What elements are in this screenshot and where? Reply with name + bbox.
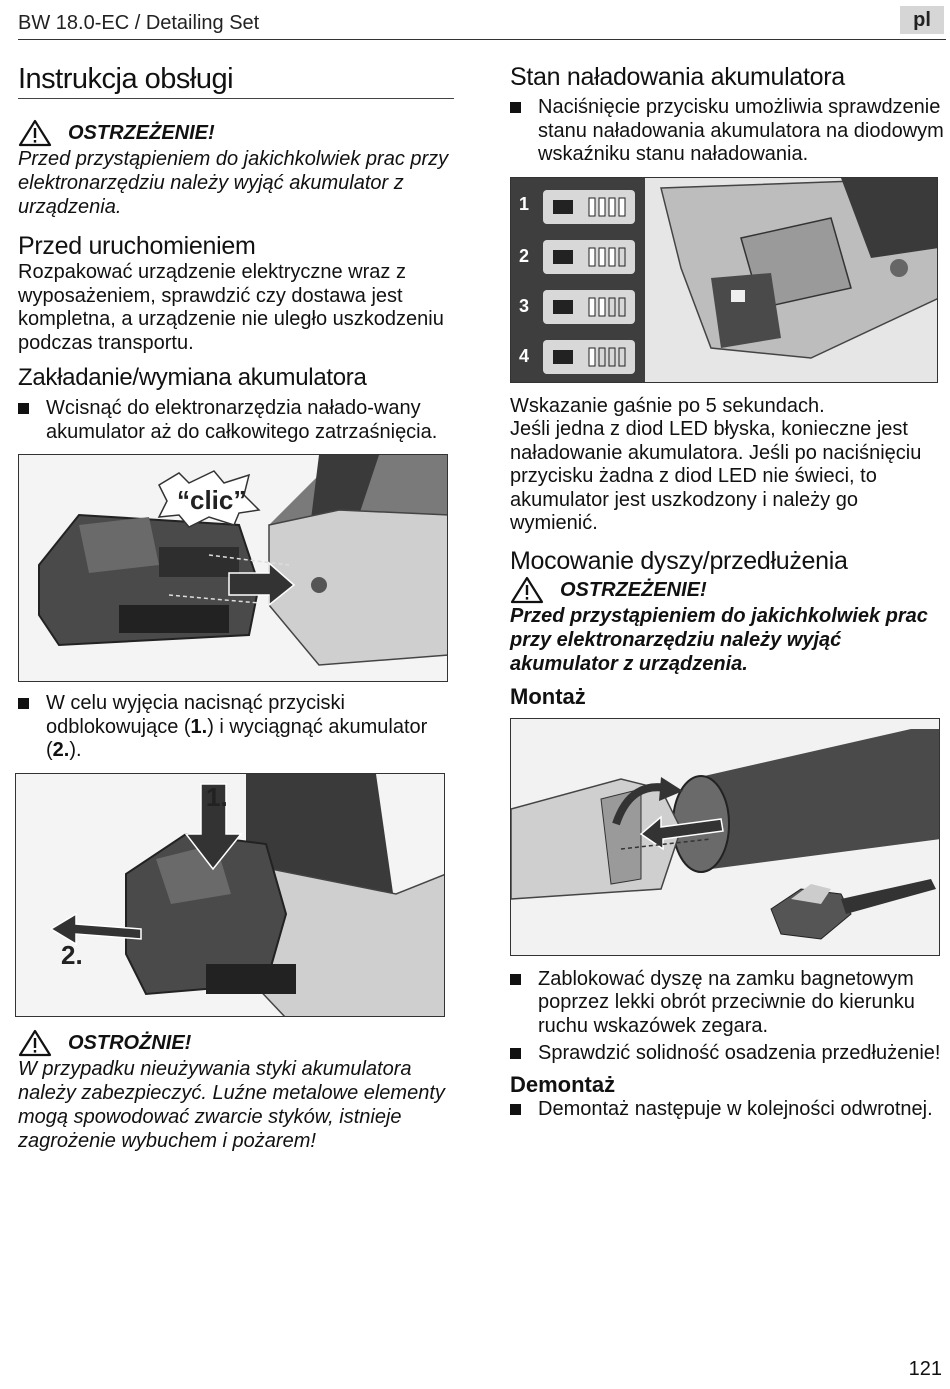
- paragraph-display-timeout: Wskazanie gaśnie po 5 sekundach.: [510, 394, 825, 417]
- bullet-text: W celu wyjęcia nacisnąć przyciski odblok…: [46, 692, 428, 761]
- heading-charge-state: Stan naładowania akumulatora: [510, 63, 845, 91]
- bullet-square-icon: [510, 102, 521, 113]
- list-item: Wcisnąć do elektronarzędzia nałado-wany …: [18, 397, 454, 444]
- charge-level-3-label: 3: [519, 296, 529, 316]
- warning-block: OSTRZEŻENIE! Przed przystąpieniem do jak…: [18, 119, 454, 219]
- step-2-label: 2.: [61, 940, 83, 970]
- caution-triangle-icon: [18, 1029, 52, 1056]
- charge-level-4-label: 4: [519, 346, 529, 366]
- heading-disassembly: Demontaż: [510, 1071, 616, 1097]
- section-title-instructions: Instrukcja obsługi: [18, 62, 454, 99]
- figure-battery-remove: 1. 2.: [15, 772, 445, 1017]
- bullet-text: Wcisnąć do elektronarzędzia nałado-wany …: [46, 397, 438, 443]
- warning-block-2: OSTRZEŻENIE! Przed przystąpieniem do jak…: [510, 576, 944, 676]
- bullet-text: Zablokować dyszę na zamku bagnetowym pop…: [538, 967, 915, 1037]
- bullet-square-icon: [510, 1103, 521, 1115]
- list-item: Naciśnięcie przycisku umożliwia sprawdze…: [510, 96, 944, 167]
- paragraph-led-status: Jeśli jedna z diod LED błyska, konieczne…: [510, 418, 922, 534]
- bullet-square-icon: [510, 973, 521, 985]
- warning-text: Przed przystąpieniem do jakichkolwiek pr…: [510, 604, 928, 675]
- language-badge: pl: [900, 6, 944, 34]
- figure-charge-indicator: 1 2 3 4: [510, 176, 938, 383]
- bullet-square-icon: [18, 403, 29, 414]
- charge-level-2-label: 2: [519, 246, 529, 266]
- figure-nozzle-assembly: [510, 717, 940, 956]
- warning-label: OSTRZEŻENIE!: [560, 578, 707, 601]
- charge-level-1-label: 1: [519, 194, 529, 214]
- charge-indicator-rows: [543, 189, 635, 374]
- caution-text: W przypadku nieużywania styki akumulator…: [18, 1057, 445, 1152]
- bullet-square-icon: [510, 1048, 521, 1059]
- figure-battery-insert: “clic”: [18, 454, 448, 682]
- list-item: Zablokować dyszę na zamku bagnetowym pop…: [510, 968, 944, 1039]
- right-column: Stan naładowania akumulatora Naciśnięcie…: [510, 62, 944, 1121]
- warning-triangle-icon: [510, 576, 544, 603]
- warning-label: OSTRZEŻENIE!: [68, 122, 215, 144]
- page-number: 121: [908, 1358, 942, 1380]
- heading-before-start: Przed uruchomieniem: [18, 232, 256, 260]
- heading-assembly: Montaż: [510, 683, 586, 709]
- warning-text: Przed przystąpieniem do jakichkolwiek pr…: [18, 148, 449, 218]
- clic-label: “clic”: [177, 485, 246, 515]
- bullet-square-icon: [18, 698, 29, 709]
- bullet-text: Demontaż następuje w kolejności odwrotne…: [538, 1097, 933, 1120]
- list-item: W celu wyjęcia nacisnąć przyciski odblok…: [18, 692, 454, 763]
- bullet-text: Naciśnięcie przycisku umożliwia sprawdze…: [538, 96, 944, 165]
- heading-nozzle-mounting: Mocowanie dyszy/przedłużenia: [510, 546, 848, 575]
- document-header-title: BW 18.0-EC / Detailing Set: [18, 12, 260, 34]
- left-column: Instrukcja obsługi OSTRZEŻENIE! Przed pr…: [15, 62, 454, 1153]
- warning-triangle-icon: [18, 119, 52, 147]
- bullet-text: Sprawdzić solidność osadzenia przedłużen…: [538, 1042, 941, 1064]
- header-divider: [18, 39, 946, 40]
- caution-block: OSTROŻNIE! W przypadku nieużywania styki…: [18, 1029, 454, 1153]
- list-item: Demontaż następuje w kolejności odwrotne…: [510, 1098, 944, 1122]
- paragraph-before-start: Rozpakować urządzenie elektryczne wraz z…: [18, 261, 444, 354]
- caution-label: OSTROŻNIE!: [68, 1031, 192, 1054]
- heading-battery-install: Zakładanie/wymiana akumulatora: [18, 364, 367, 391]
- list-item: Sprawdzić solidność osadzenia przedłużen…: [510, 1042, 944, 1066]
- step-1-label: 1.: [206, 782, 228, 812]
